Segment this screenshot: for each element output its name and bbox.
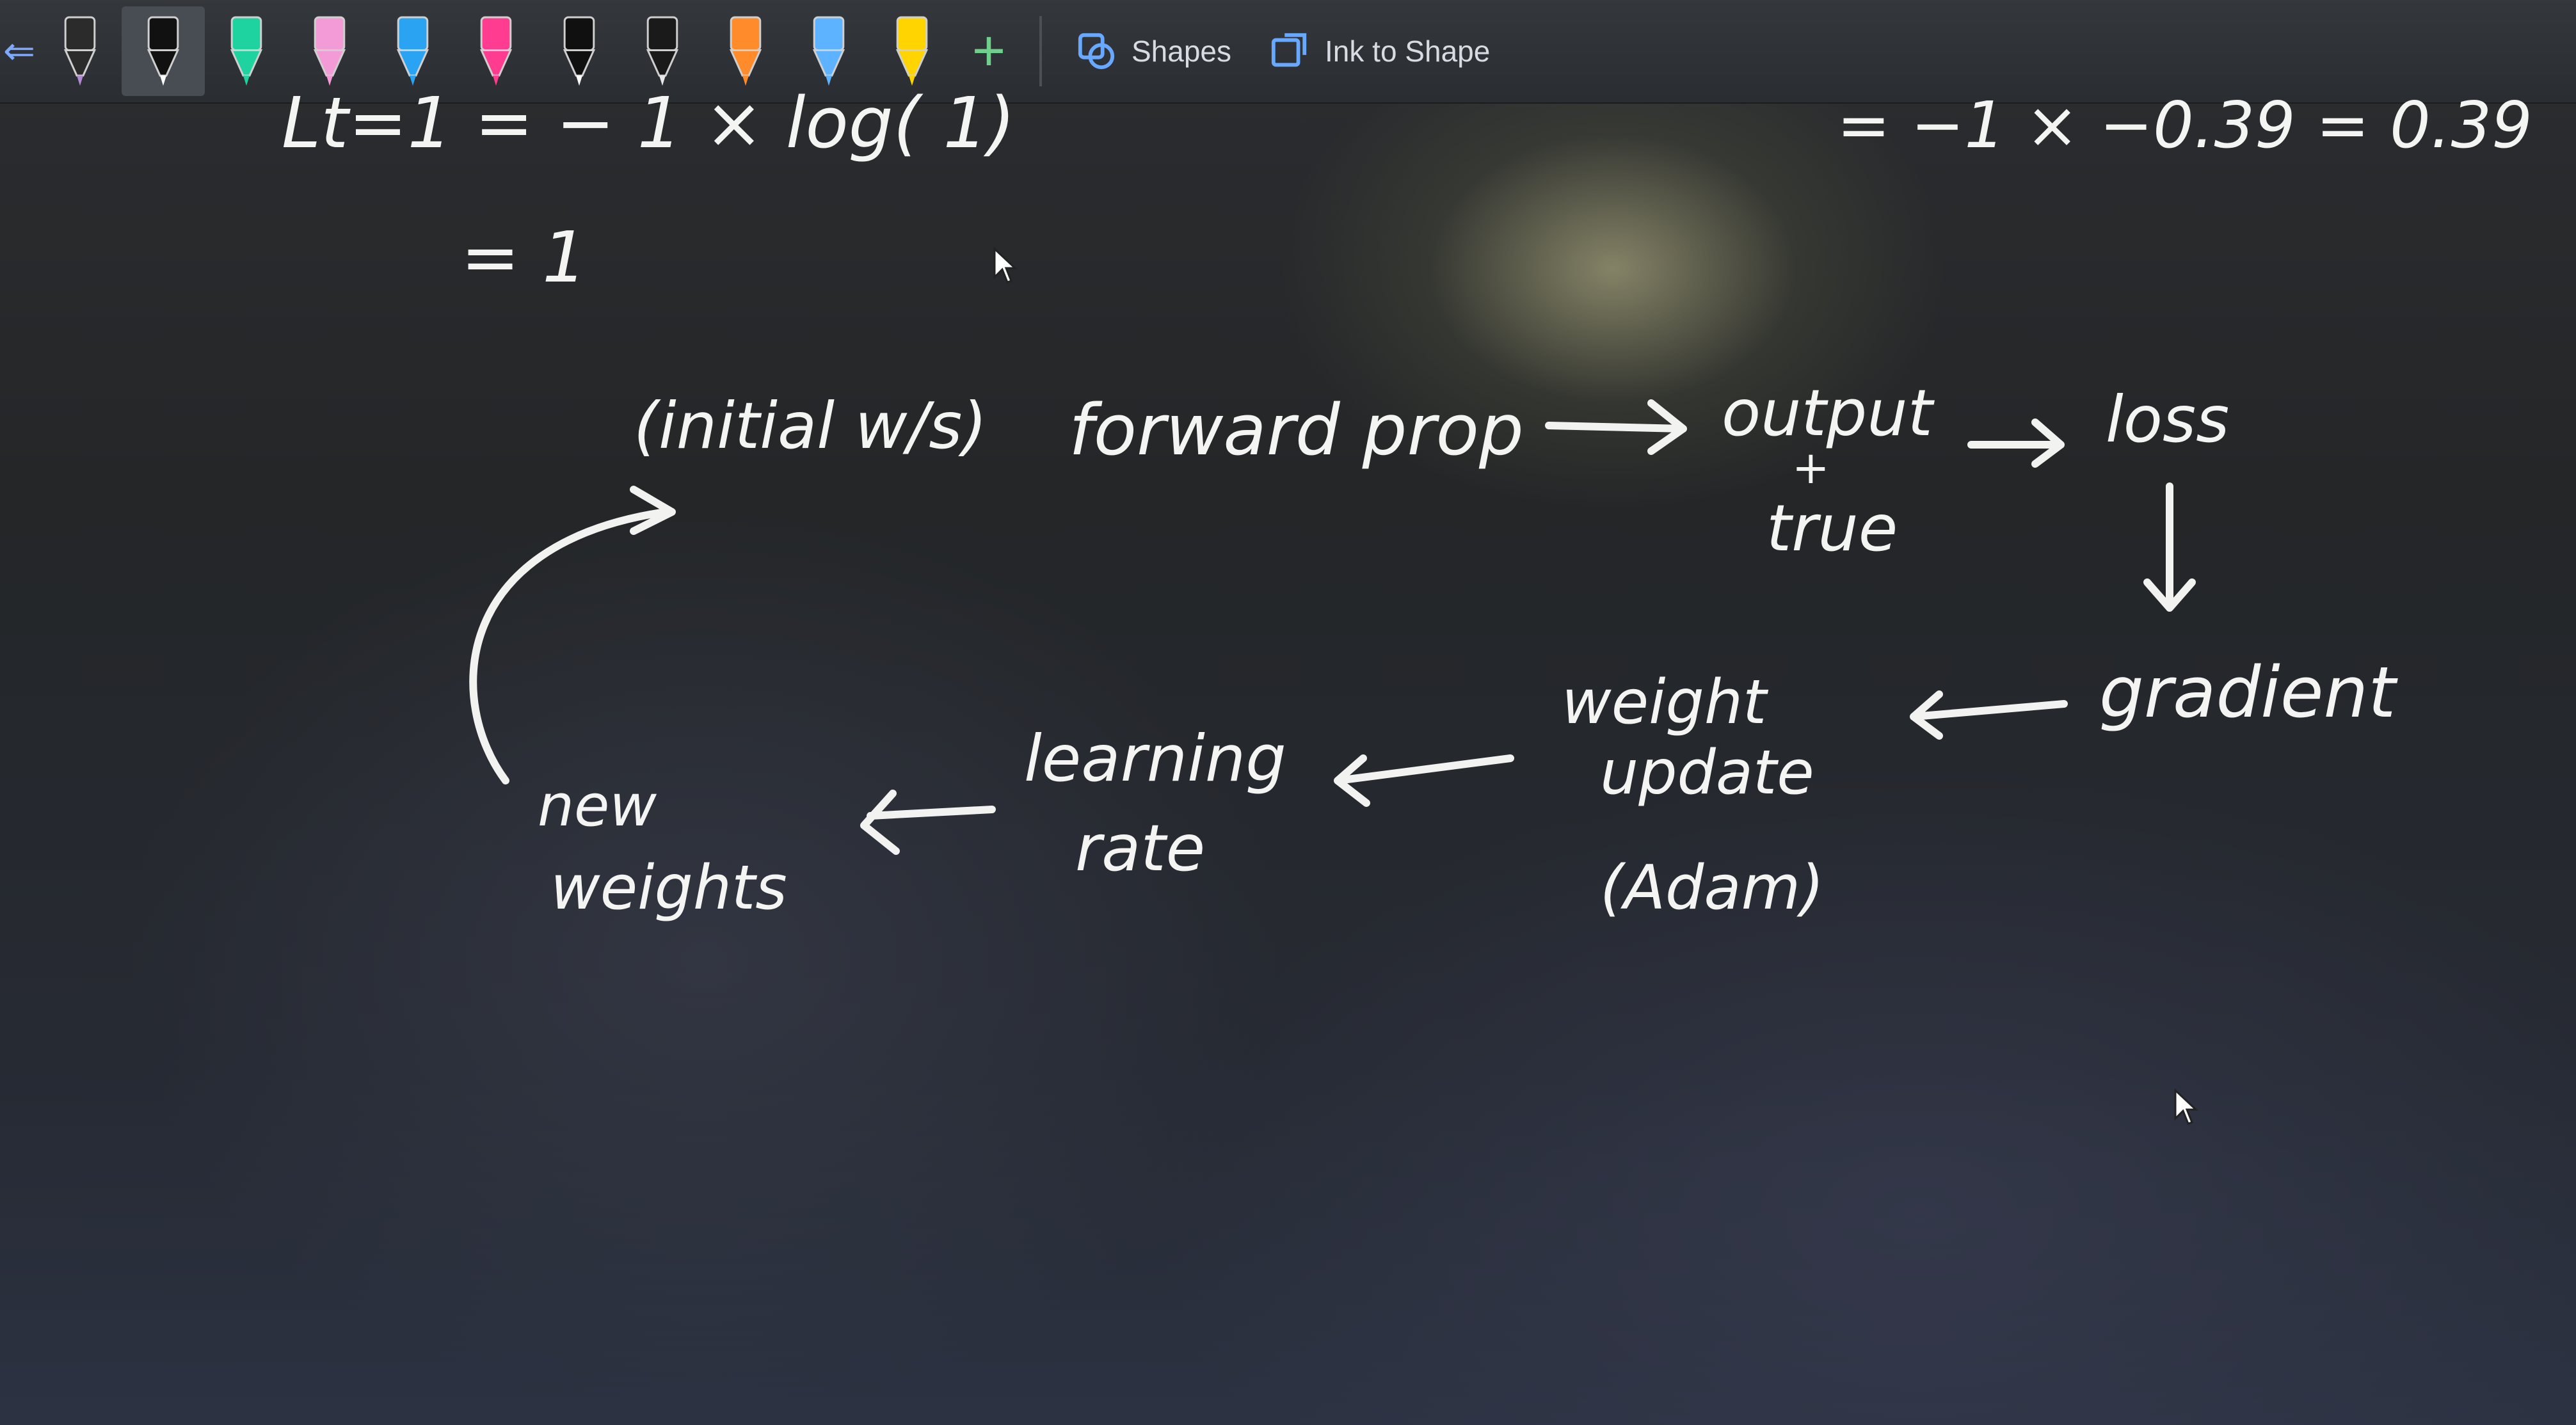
arrow-learning-to-new-weights — [860, 790, 996, 855]
pen-black-purple-icon[interactable] — [38, 6, 122, 96]
initial-weights-label: (initial w/s) — [634, 388, 987, 463]
pen-teal-icon[interactable] — [205, 6, 288, 96]
arrow-loss-to-gradient — [2143, 482, 2196, 612]
highlighter-black-icon[interactable] — [538, 6, 621, 96]
ink-toolbar: ⇐ + Shapes Ink to Shape — [0, 0, 2576, 104]
arrow-new-weights-to-initial — [469, 486, 676, 784]
ink-to-shape-button[interactable]: Ink to Shape — [1251, 13, 1509, 90]
adam-label: (Adam) — [1600, 853, 1824, 923]
true-label: true — [1766, 491, 1898, 566]
update-label: update — [1600, 738, 1814, 808]
ink-to-shape-icon — [1271, 33, 1307, 67]
new-label: new — [538, 772, 657, 840]
ink-to-shape-label: Ink to Shape — [1325, 35, 1491, 68]
shapes-icon — [1078, 33, 1115, 70]
loss-label: loss — [2106, 382, 2229, 457]
arrow-update-to-learning — [1334, 754, 1514, 807]
arrow-output-to-loss — [1967, 418, 2065, 468]
learning-label: learning — [1024, 721, 1286, 796]
pen-pink-icon[interactable] — [288, 6, 371, 96]
pen-black-galaxy-icon[interactable] — [621, 6, 704, 96]
weights-label: weights — [550, 853, 787, 923]
add-pen-button[interactable]: + — [972, 19, 1006, 83]
top-right-equation: = −1 × −0.39 = 0.39 — [1837, 88, 2532, 163]
top-left-equation: Lt=1 = − 1 × log( 1) — [282, 82, 1015, 164]
result-equation: = 1 — [461, 216, 587, 298]
weight-label: weight — [1562, 667, 1769, 738]
toolbar-divider — [1039, 16, 1042, 86]
rate-label: rate — [1075, 811, 1205, 886]
pen-magenta-icon[interactable] — [454, 6, 538, 96]
pen-blue-icon[interactable] — [371, 6, 454, 96]
left-arrow-icon[interactable]: ⇐ — [3, 29, 36, 72]
pen-palette — [38, 6, 954, 96]
shapes-label: Shapes — [1132, 35, 1232, 68]
forward-prop-label: forward prop — [1069, 389, 1524, 471]
arrow-forward-to-output — [1545, 399, 1687, 455]
arrow-gradient-to-update — [1910, 690, 2068, 740]
output-label: output — [1722, 376, 1935, 450]
pen-lightblue-icon[interactable] — [787, 6, 870, 96]
gradient-label: gradient — [2099, 651, 2398, 733]
mouse-cursor-icon — [993, 246, 1018, 283]
plus-label: + — [1792, 442, 1830, 494]
pen-yellow-icon[interactable] — [870, 6, 954, 96]
pen-black-selected-icon[interactable] — [122, 6, 205, 96]
pen-orange-icon[interactable] — [704, 6, 787, 96]
shapes-button[interactable]: Shapes — [1057, 13, 1251, 90]
mouse-cursor-icon — [2174, 1088, 2198, 1125]
